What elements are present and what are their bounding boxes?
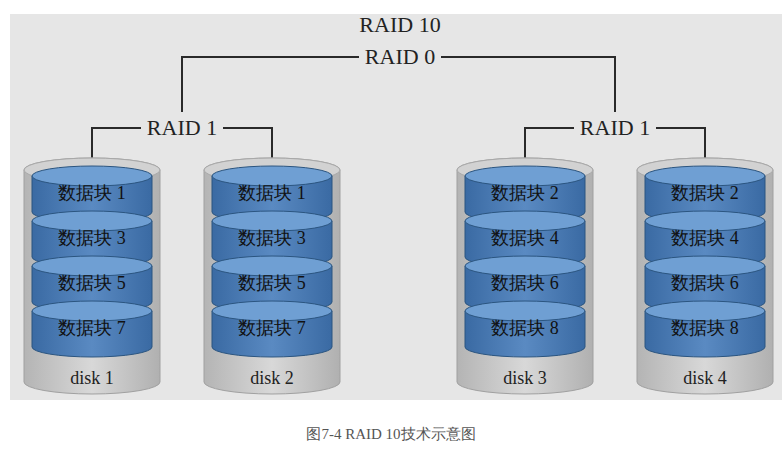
block-name: 数据块 7 <box>32 315 152 341</box>
block-name: 数据块 6 <box>465 270 585 296</box>
disk-cylinder: disk 3 数据块 2 数据块 4 数据块 6 数据块 8 <box>457 158 593 394</box>
disk-name: disk 1 <box>24 366 160 390</box>
block-name: 数据块 3 <box>212 225 332 251</box>
block-name: 数据块 4 <box>645 225 765 251</box>
block-name: 数据块 5 <box>32 270 152 296</box>
block-name: 数据块 8 <box>465 315 585 341</box>
disk-cylinder: disk 1 数据块 1 数据块 3 数据块 5 数据块 7 <box>24 158 160 394</box>
disk-name: disk 3 <box>457 366 593 390</box>
block-name: 数据块 6 <box>645 270 765 296</box>
data-block: 数据块 8 <box>645 301 765 357</box>
data-block: 数据块 7 <box>212 301 332 357</box>
cylinder-body <box>457 158 593 394</box>
raid-level-label: RAID 0 <box>359 44 441 70</box>
block-name: 数据块 7 <box>212 315 332 341</box>
cylinder-body <box>204 158 340 394</box>
cylinder-body <box>637 158 773 394</box>
disk-name: disk 4 <box>637 366 773 390</box>
raid-level-label: RAID 1 <box>574 115 656 141</box>
block-name: 数据块 2 <box>465 180 585 206</box>
block-name: 数据块 1 <box>212 180 332 206</box>
figure-caption: 图7-4 RAID 10技术示意图 <box>0 424 782 444</box>
block-name: 数据块 3 <box>32 225 152 251</box>
cylinder-body <box>24 158 160 394</box>
block-name: 数据块 4 <box>465 225 585 251</box>
data-block: 数据块 8 <box>465 301 585 357</box>
block-name: 数据块 8 <box>645 315 765 341</box>
block-name: 数据块 5 <box>212 270 332 296</box>
disk-cylinder: disk 4 数据块 2 数据块 4 数据块 6 数据块 8 <box>637 158 773 394</box>
disk-cylinder: disk 2 数据块 1 数据块 3 数据块 5 数据块 7 <box>204 158 340 394</box>
block-name: 数据块 2 <box>645 180 765 206</box>
raid-level-label: RAID 10 <box>359 12 440 38</box>
disk-name: disk 2 <box>204 366 340 390</box>
raid-level-label: RAID 1 <box>141 115 223 141</box>
block-name: 数据块 1 <box>32 180 152 206</box>
data-block: 数据块 7 <box>32 301 152 357</box>
